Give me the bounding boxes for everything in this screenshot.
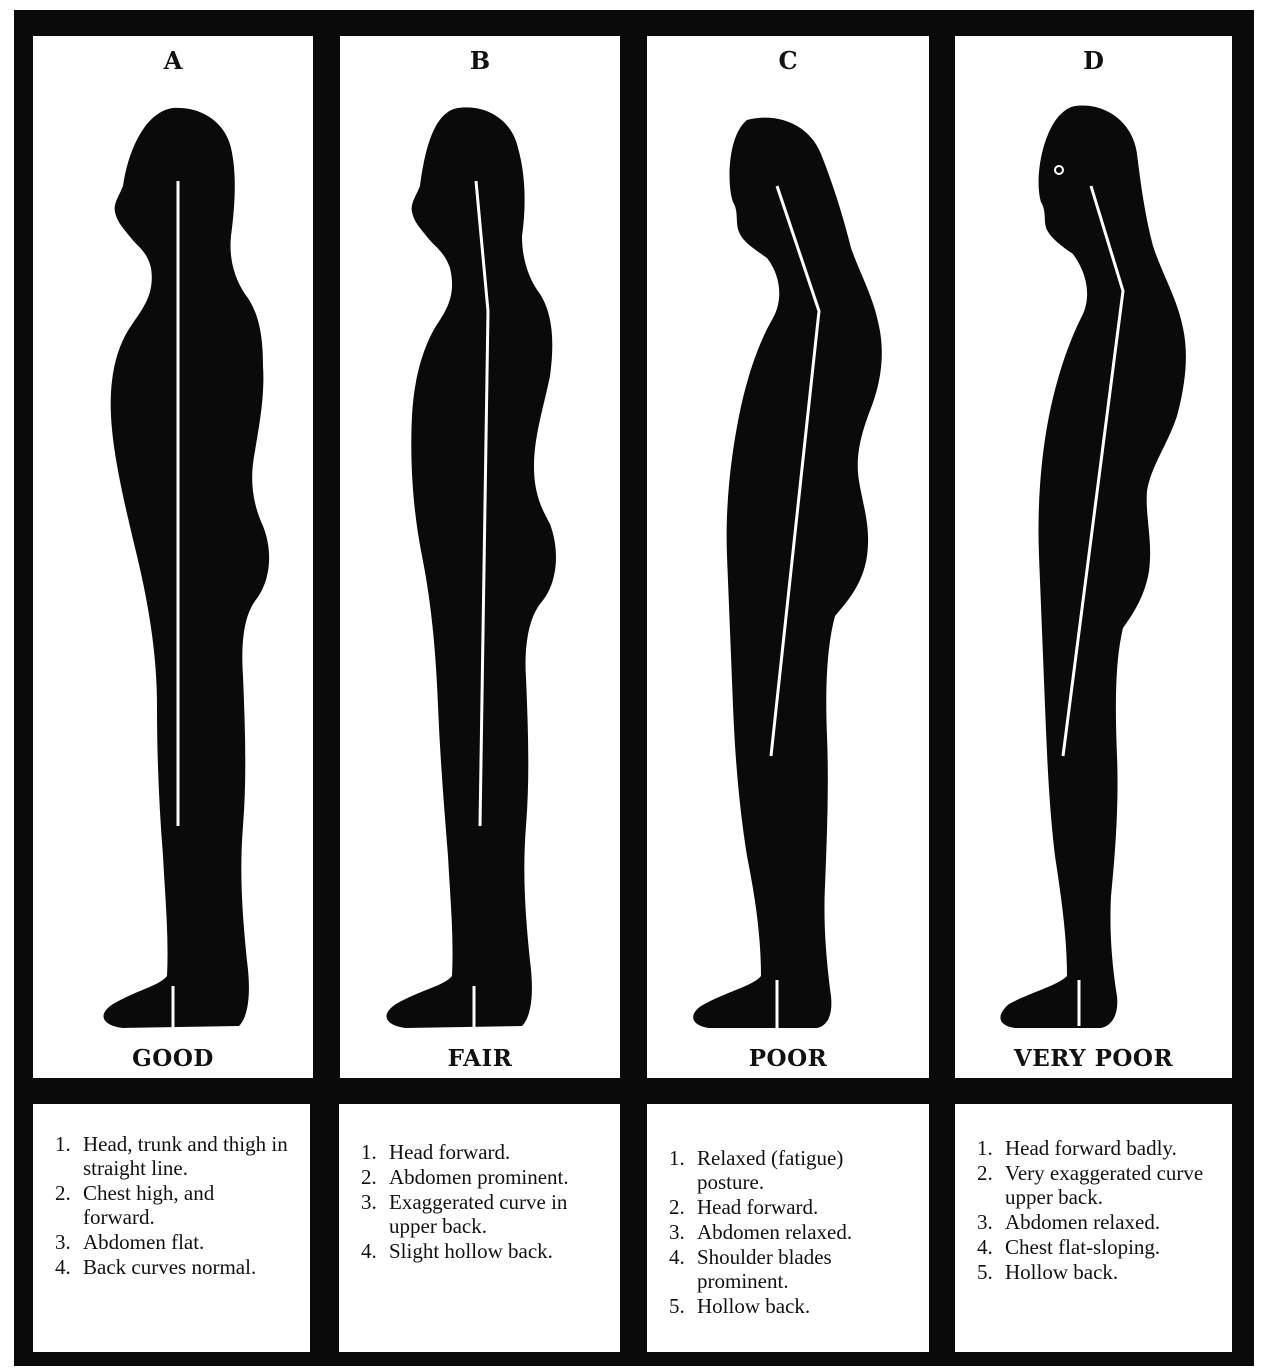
- list-item: 4.Shoulder blades prominent.: [669, 1245, 909, 1293]
- list-item: 3.Abdomen relaxed.: [669, 1220, 909, 1244]
- posture-rating: VERY POOR: [955, 1045, 1232, 1072]
- panel-d: D VERY POOR: [955, 36, 1232, 1078]
- posture-rating: POOR: [647, 1045, 929, 1072]
- list-item: 2.Very exaggerated curve upper back.: [977, 1161, 1212, 1209]
- list-item: 4.Chest flat-sloping.: [977, 1235, 1212, 1259]
- list-item: 3.Abdomen flat.: [55, 1230, 290, 1254]
- notes-b: 1.Head forward. 2.Abdomen prominent. 3.E…: [339, 1104, 620, 1352]
- list-item: 4.Slight hollow back.: [361, 1239, 600, 1263]
- list-item: 4.Back curves normal.: [55, 1255, 290, 1279]
- panel-c: C POOR: [647, 36, 929, 1078]
- posture-rating: FAIR: [340, 1045, 620, 1072]
- list-item: 5.Hollow back.: [977, 1260, 1212, 1284]
- list-item: 3.Exaggerated curve in upper back.: [361, 1190, 600, 1238]
- posture-silhouette-fair: [340, 36, 620, 1078]
- notes-a: 1.Head, trunk and thigh in straight line…: [33, 1104, 310, 1352]
- list-item: 1.Head, trunk and thigh in straight line…: [55, 1132, 290, 1180]
- list-item: 2.Chest high, and forward.: [55, 1181, 290, 1229]
- posture-silhouette-very-poor: [955, 36, 1232, 1078]
- panel-b: B FAIR: [340, 36, 620, 1078]
- panel-a: A GOOD: [33, 36, 313, 1078]
- list-item: 1.Head forward badly.: [977, 1136, 1212, 1160]
- list-item: 1.Relaxed (fatigue) posture.: [669, 1146, 909, 1194]
- posture-rating: GOOD: [33, 1045, 313, 1072]
- list-item: 5.Hollow back.: [669, 1294, 909, 1318]
- list-item: 1.Head forward.: [361, 1140, 600, 1164]
- list-item: 2.Head forward.: [669, 1195, 909, 1219]
- notes-c: 1.Relaxed (fatigue) posture. 2.Head forw…: [647, 1104, 929, 1352]
- list-item: 2.Abdomen prominent.: [361, 1165, 600, 1189]
- posture-silhouette-good: [33, 36, 313, 1078]
- list-item: 3.Abdomen relaxed.: [977, 1210, 1212, 1234]
- posture-silhouette-poor: [647, 36, 929, 1078]
- notes-d: 1.Head forward badly. 2.Very exaggerated…: [955, 1104, 1232, 1352]
